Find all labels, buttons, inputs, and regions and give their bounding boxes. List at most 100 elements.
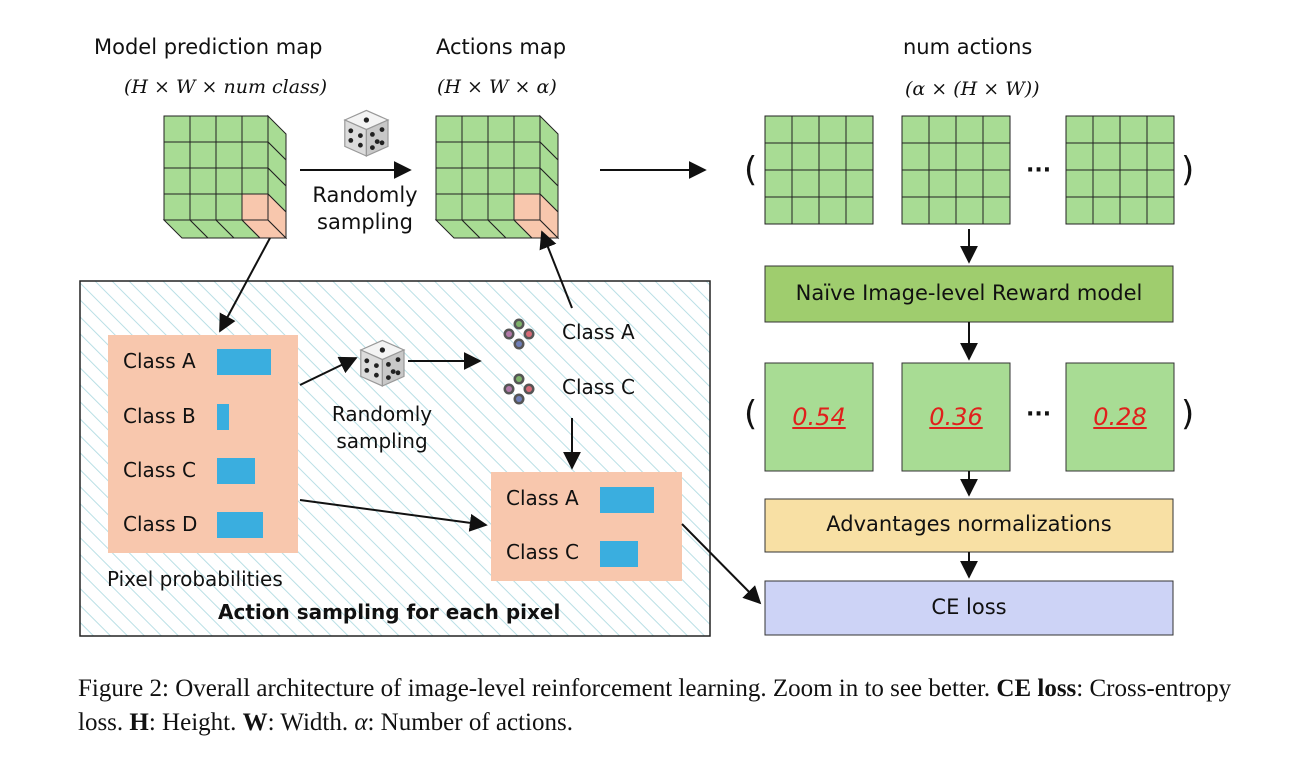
cube-cell <box>163 141 191 169</box>
dice-icon <box>359 339 406 387</box>
cube-cell <box>487 115 515 143</box>
cube-cell <box>215 115 243 143</box>
grid-cell <box>955 142 984 171</box>
arrow-probs-to-selected <box>299 499 488 532</box>
cube-cell <box>215 141 243 169</box>
grid-cell <box>1065 115 1094 144</box>
dice-icon <box>343 109 390 157</box>
caption-figure-number: Figure 2: <box>78 675 169 702</box>
cube-cell <box>215 193 243 221</box>
grid-cell <box>764 142 793 171</box>
cube-cell <box>435 167 463 195</box>
cube-cell <box>435 193 463 221</box>
probability-bar <box>217 349 271 375</box>
model-prediction-dims: (H × W × num class) <box>124 76 327 98</box>
reward-model-box <box>764 265 1174 323</box>
grid-cell <box>845 196 874 225</box>
cube-cell <box>241 141 269 169</box>
grid-cell <box>901 196 930 225</box>
advantages-label: Advantages normalizations <box>826 512 1112 536</box>
grid-cell <box>1119 196 1148 225</box>
caption-text: : Cross-entropy loss. <box>78 675 1232 736</box>
grid-cell <box>818 142 847 171</box>
caption-ce-loss: CE loss <box>996 675 1077 702</box>
grid-cell <box>818 196 847 225</box>
grid-cell <box>1092 115 1121 144</box>
grid-cell <box>1146 115 1175 144</box>
cube-cell <box>189 167 217 195</box>
caption-text: : Width. <box>267 709 355 736</box>
grid-cell <box>901 169 930 198</box>
cube-cell <box>461 141 489 169</box>
selected-class-label: Class C <box>506 540 579 564</box>
caption-alpha: α <box>354 709 368 736</box>
grid-cell <box>955 169 984 198</box>
diagram-canvas <box>79 109 1175 637</box>
model-prediction-cube <box>162 114 288 240</box>
arrow-classes-to-actions <box>539 230 573 309</box>
grid-cell <box>982 196 1011 225</box>
arrow-pixel-to-probs <box>219 237 271 333</box>
grid-cell <box>1065 196 1094 225</box>
actions-map-title: Actions map <box>436 35 567 59</box>
grid-cell <box>1119 115 1148 144</box>
caption-text: Overall architecture of image-level rein… <box>168 675 997 702</box>
grid-cell <box>845 142 874 171</box>
caption-text: : Height. <box>148 709 243 736</box>
score-box-2 <box>901 362 1011 472</box>
cube-cell <box>189 115 217 143</box>
probability-bars <box>217 349 271 538</box>
randomly-sampling-label-1: Randomly <box>312 183 418 207</box>
selected-bar <box>600 487 654 513</box>
cube-cell <box>461 193 489 221</box>
grid-cell <box>1065 142 1094 171</box>
cube-cell <box>163 193 191 221</box>
grid-cell <box>791 115 820 144</box>
selected-bars <box>600 487 654 567</box>
cube-cell <box>461 115 489 143</box>
grid-cell <box>1146 196 1175 225</box>
caption-h: H <box>129 709 149 736</box>
grid-cell <box>1146 169 1175 198</box>
cube-cell <box>189 193 217 221</box>
score-3: 0.28 <box>1093 403 1147 431</box>
grid-cell <box>982 115 1011 144</box>
prob-class-label: Class B <box>123 404 196 428</box>
grid-cell <box>1092 196 1121 225</box>
grid-cell <box>845 115 874 144</box>
cube-cell <box>163 115 191 143</box>
grid-cell <box>845 169 874 198</box>
score-box-3 <box>1065 362 1175 472</box>
model-prediction-title: Model prediction map <box>94 35 323 59</box>
prob-class-label: Class D <box>123 512 198 536</box>
cube-cell <box>435 141 463 169</box>
grid-cell <box>818 169 847 198</box>
ce-loss-label: CE loss <box>931 595 1007 619</box>
grid-cell <box>1065 169 1094 198</box>
grid-cell <box>764 169 793 198</box>
paren-close-top: ) <box>1181 150 1195 190</box>
actions-map-dims: (H × W × α) <box>437 76 557 98</box>
paren-open-bottom: ( <box>744 394 758 434</box>
grid-cell <box>928 142 957 171</box>
grid-cell <box>791 169 820 198</box>
grid-cell <box>764 196 793 225</box>
arrow-probs-to-dice <box>299 356 358 386</box>
cube-cell <box>241 115 269 143</box>
num-actions-title: num actions <box>903 35 1033 59</box>
advantages-box <box>764 498 1174 553</box>
prob-class-label: Class C <box>123 458 196 482</box>
caption-w: W <box>242 709 268 736</box>
action-sampling-title: Action sampling for each pixel <box>218 600 561 624</box>
grid-cell <box>791 196 820 225</box>
randomly-sampling-inner-2: sampling <box>336 429 428 453</box>
score-box-1 <box>764 362 874 472</box>
actions-map-cube <box>434 114 560 240</box>
sampled-class-c: Class C <box>562 375 635 399</box>
cube-cell <box>189 141 217 169</box>
grid-cell <box>1119 169 1148 198</box>
pixel-probabilities-caption: Pixel probabilities <box>107 567 283 591</box>
grid-cell <box>791 142 820 171</box>
num-actions-dims: (α × (H × W)) <box>905 78 1040 100</box>
randomly-sampling-inner-1: Randomly <box>331 402 433 426</box>
